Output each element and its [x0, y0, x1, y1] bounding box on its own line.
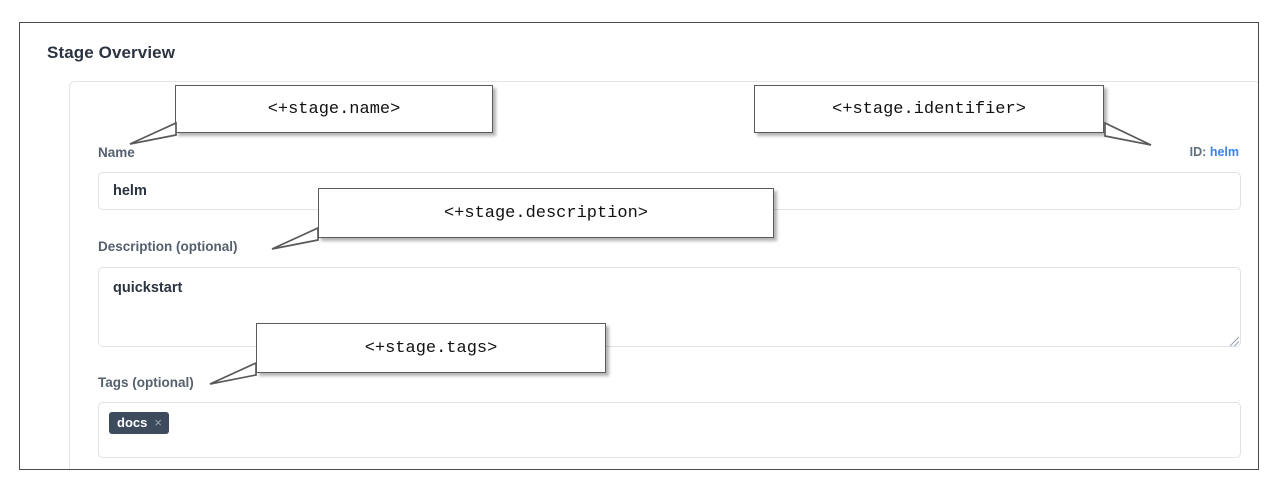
callout-stage-identifier: <+stage.identifier>: [754, 85, 1104, 133]
tags-input-box[interactable]: docs ×: [98, 402, 1241, 458]
description-label: Description (optional): [98, 239, 238, 254]
name-label: Name: [98, 145, 135, 160]
stage-overview-card: ID: helm Name Description (optional) Tag…: [69, 81, 1258, 469]
callout-stage-description: <+stage.description>: [318, 188, 774, 238]
identifier-value-link[interactable]: helm: [1209, 145, 1239, 159]
callout-stage-tags: <+stage.tags>: [256, 323, 606, 373]
close-icon[interactable]: ×: [154, 415, 162, 430]
identifier-label: ID:: [1189, 145, 1207, 159]
stage-identifier: ID: helm: [1190, 145, 1239, 159]
screenshot-frame: Stage Overview ID: helm Name Description…: [19, 22, 1259, 470]
page-title: Stage Overview: [47, 43, 176, 62]
callout-stage-name: <+stage.name>: [175, 85, 493, 133]
tags-label: Tags (optional): [98, 375, 194, 390]
tag-chip-label: docs: [117, 415, 148, 430]
tag-chip[interactable]: docs ×: [109, 412, 169, 434]
